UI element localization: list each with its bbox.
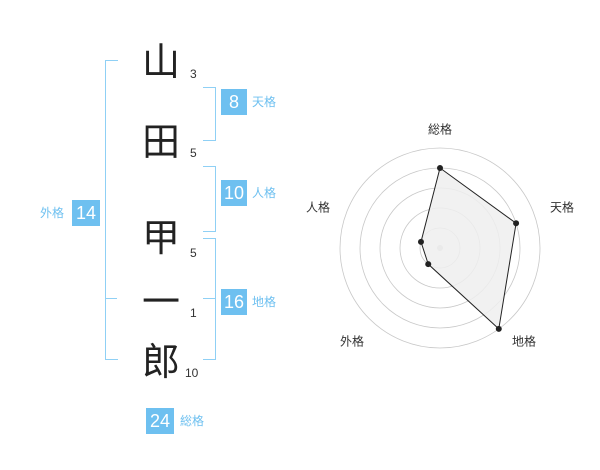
radar-point-1 bbox=[437, 165, 443, 171]
chikaku-bracket bbox=[203, 238, 216, 360]
name-char-1: 山 bbox=[141, 40, 180, 84]
radar-grid-ring bbox=[339, 147, 541, 349]
gaikaku-bracket bbox=[105, 60, 118, 360]
stroke-count-3: 5 bbox=[190, 246, 197, 260]
soukaku-badge: 24 bbox=[146, 408, 174, 434]
radar-point-4 bbox=[425, 261, 432, 268]
jinkaku-bracket bbox=[203, 166, 216, 232]
stroke-count-1: 3 bbox=[190, 67, 197, 81]
stroke-count-5: 10 bbox=[185, 366, 199, 380]
tenkaku-label: 天格 bbox=[252, 95, 277, 109]
gaikaku-badge: 14 bbox=[72, 200, 100, 226]
soukaku-label: 総格 bbox=[180, 414, 205, 428]
chikaku-badge: 16 bbox=[221, 289, 247, 315]
chikaku-label: 地格 bbox=[252, 295, 277, 309]
radar-axis-label-2: 天格 bbox=[550, 200, 574, 215]
gaikaku-label: 外格 bbox=[40, 206, 65, 220]
radar-axis-label-1: 総格 bbox=[428, 122, 452, 137]
tenkaku-bracket bbox=[203, 87, 216, 141]
radar-point-3 bbox=[495, 325, 502, 332]
chikaku-bracket-divider bbox=[203, 298, 215, 299]
radar-axis-label-4: 外格 bbox=[340, 334, 364, 349]
radar-point-5 bbox=[417, 238, 424, 245]
name-char-4: 一 bbox=[141, 280, 180, 324]
name-char-3: 甲 bbox=[141, 216, 180, 260]
radar-axis-label-3: 地格 bbox=[512, 334, 536, 349]
name-char-5: 郎 bbox=[141, 340, 180, 384]
jinkaku-label: 人格 bbox=[252, 186, 277, 200]
jinkaku-badge: 10 bbox=[221, 180, 247, 206]
gaikaku-bracket-divider bbox=[105, 298, 117, 299]
radar-axis-label-5: 人格 bbox=[306, 200, 330, 215]
tenkaku-badge: 8 bbox=[221, 89, 247, 115]
radar-data-polygon bbox=[420, 167, 517, 330]
stroke-count-4: 1 bbox=[190, 306, 197, 320]
radar-point-2 bbox=[513, 220, 520, 227]
stroke-count-2: 5 bbox=[190, 146, 197, 160]
name-char-2: 田 bbox=[141, 120, 180, 164]
